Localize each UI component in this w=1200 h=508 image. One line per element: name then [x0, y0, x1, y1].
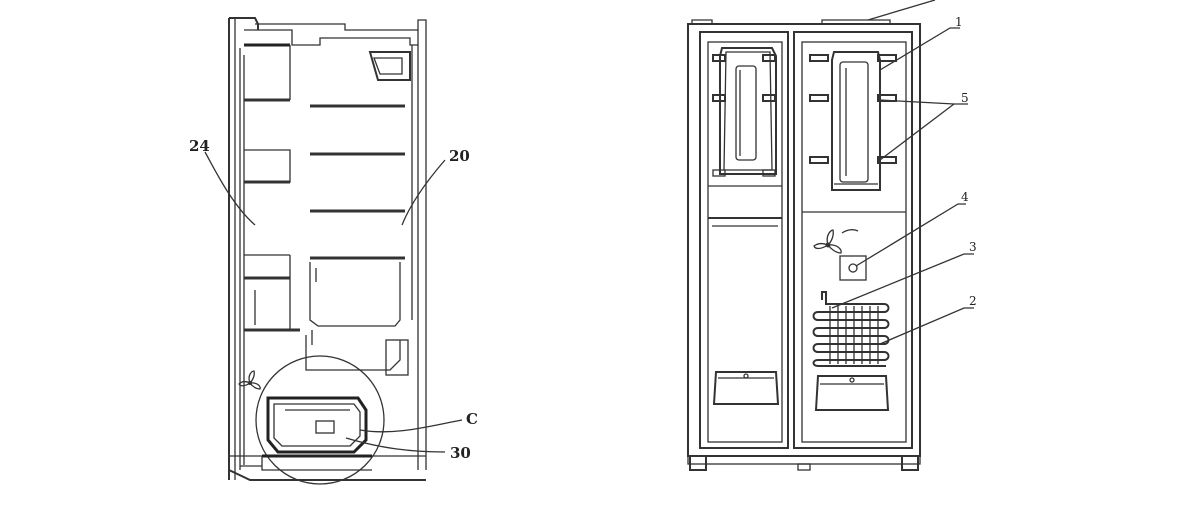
leader-2 — [879, 307, 974, 345]
label-20: 20 — [449, 147, 470, 165]
side-section-view: 24 20 C 30 — [189, 17, 478, 485]
leader-3 — [831, 253, 974, 309]
label-3: 3 — [969, 240, 977, 254]
label-4: 4 — [961, 190, 969, 204]
leader-4 — [855, 203, 966, 267]
evaporator-tray — [814, 375, 890, 411]
label-24: 24 — [189, 137, 210, 155]
label-C: C — [466, 410, 478, 428]
label-1: 1 — [955, 15, 963, 29]
condenser-coil — [812, 291, 890, 367]
leader-C — [359, 419, 463, 433]
front-view: 1 5 4 3 2 — [687, 0, 977, 471]
leader-30 — [345, 437, 446, 453]
leader-5b — [879, 103, 955, 161]
fan-icon — [238, 370, 261, 390]
fan-icon — [813, 229, 859, 254]
label-5: 5 — [961, 91, 969, 105]
leader-20 — [401, 159, 446, 226]
label-30: 30 — [450, 444, 471, 462]
label-2: 2 — [969, 294, 977, 308]
leader-1 — [879, 27, 960, 71]
leader-24 — [204, 151, 256, 226]
